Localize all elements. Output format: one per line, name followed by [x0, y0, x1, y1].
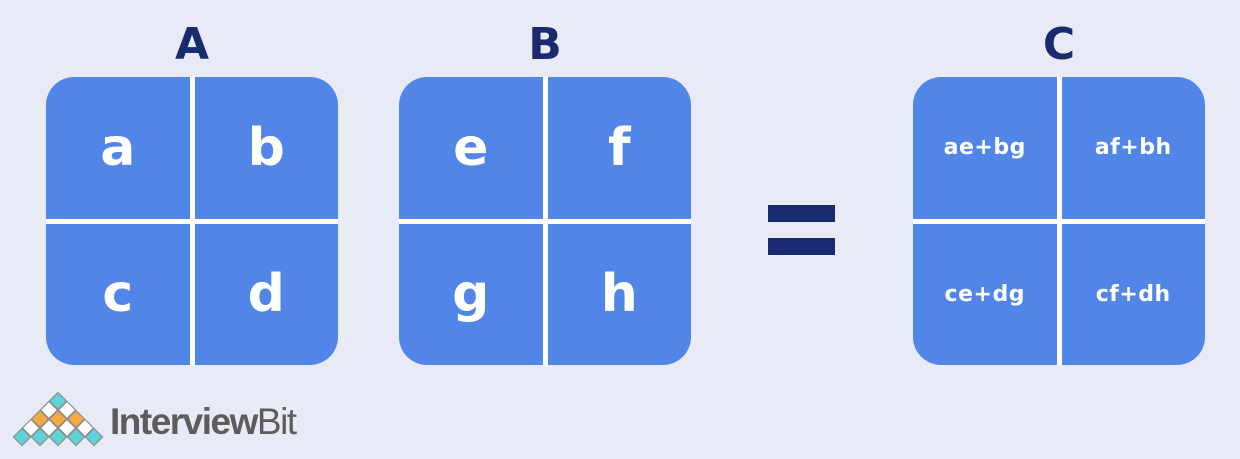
matrix-a-cell-bottom-left: c [46, 223, 190, 365]
matrix-c-title: C [1042, 19, 1076, 70]
matrix-a: a b c d [46, 77, 338, 365]
diamond-shape [66, 409, 86, 429]
matrix-b-group: B e f g h [399, 18, 691, 365]
diamond-shape [84, 427, 104, 447]
matrix-c-cell-bottom-left: ce+dg [913, 223, 1057, 365]
logo-wordmark: InterviewBit [110, 400, 297, 444]
diamond-shape [39, 400, 59, 420]
matrix-b-cell-bottom-right: h [547, 223, 691, 365]
logo-text-interview: Interview [110, 401, 258, 442]
diamond-shape [13, 427, 32, 447]
matrix-a-group: A a b c d [46, 18, 338, 365]
diamond-shape [57, 400, 77, 420]
matrix-c-cell-bottom-right: cf+dh [1061, 223, 1205, 365]
matrix-a-cell-bottom-right: d [194, 223, 338, 365]
matrix-b-cell-top-left: e [399, 77, 543, 219]
diamond-shape [39, 418, 59, 438]
matrix-a-title: A [174, 19, 210, 70]
matrix-b-cell-bottom-left: g [399, 223, 543, 365]
matrix-c-cell-top-left: ae+bg [913, 77, 1057, 219]
logo-text-bit: Bit [256, 401, 297, 442]
equals-sign [768, 205, 835, 255]
matrix-b-title: B [528, 19, 562, 70]
matrix-a-cell-top-left: a [46, 77, 190, 219]
diamond-shape [48, 427, 68, 447]
matrix-b-cell-top-right: f [547, 77, 691, 219]
matrix-c: ae+bg af+bh ce+dg cf+dh [913, 77, 1205, 365]
diamond-shape [66, 427, 86, 447]
matrix-c-group: C ae+bg af+bh ce+dg cf+dh [913, 18, 1205, 365]
logo-pyramid-icon [13, 392, 104, 447]
diamond-shape [21, 418, 41, 438]
diamond-shape [30, 409, 50, 429]
interviewbit-logo: InterviewBit [13, 392, 323, 452]
diamond-shape [57, 418, 77, 438]
matrix-c-cell-top-right: af+bh [1061, 77, 1205, 219]
diamond-shape [30, 427, 50, 447]
equals-bottom-bar [768, 238, 835, 255]
diamond-shape [48, 392, 68, 411]
equals-top-bar [768, 205, 835, 222]
matrix-b: e f g h [399, 77, 691, 365]
diamond-shape [75, 418, 95, 438]
matrix-a-cell-top-right: b [194, 77, 338, 219]
diamond-shape [48, 409, 68, 429]
